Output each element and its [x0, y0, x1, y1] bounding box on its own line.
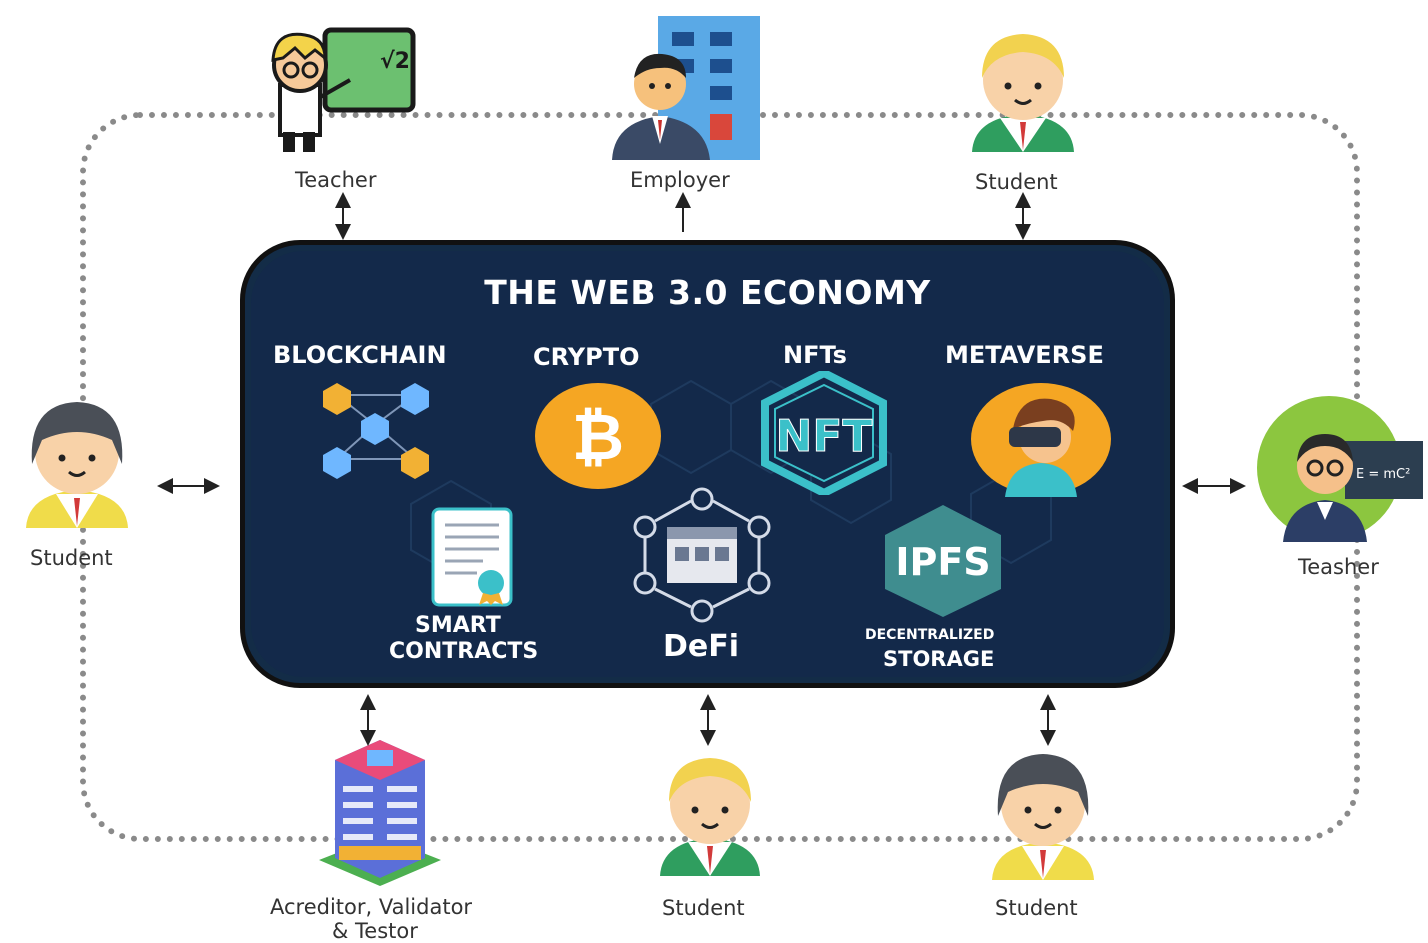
smart-contract-icon: [431, 507, 513, 607]
nft-logo-text: NFT: [776, 411, 873, 462]
web3-economy-panel: THE WEB 3.0 ECONOMY BLOCKCHAIN CRYPTO ₿: [240, 240, 1175, 688]
student-avatar-top-right: [960, 22, 1086, 152]
teacher-avatar-right: E = mC²: [1255, 396, 1425, 542]
student-avatar-left: [12, 394, 142, 528]
board-formula: √2: [380, 49, 410, 74]
label-decentralized: DECENTRALIZED: [865, 627, 995, 643]
defi-icon: [633, 487, 771, 623]
panel-title: THE WEB 3.0 ECONOMY: [484, 273, 931, 312]
metaverse-icon: [971, 383, 1111, 497]
board-formula-right: E = mC²: [1356, 467, 1410, 482]
ipfs-icon: IPFS: [885, 505, 1001, 617]
actor-label-accreditor-2: & Testor: [332, 919, 418, 943]
actor-label-teacher-top: Teacher: [295, 168, 377, 192]
actor-label-accreditor-1: Acreditor, Validator: [270, 895, 473, 919]
label-crypto: CRYPTO: [533, 343, 640, 371]
label-blockchain: BLOCKCHAIN: [273, 341, 447, 369]
label-defi: DeFi: [663, 629, 740, 664]
nft-icon: NFT: [761, 371, 887, 495]
bitcoin-icon: ₿: [535, 383, 661, 489]
accreditor-building-icon: [315, 740, 445, 886]
actor-label-teasher-right: Teasher: [1298, 555, 1379, 579]
label-metaverse: METAVERSE: [945, 341, 1104, 369]
actor-label-employer: Employer: [630, 168, 730, 192]
actor-label-student-bottom-right: Student: [995, 896, 1078, 920]
student-avatar-bottom-right: [978, 746, 1108, 880]
actor-label-student-bottom-center: Student: [662, 896, 745, 920]
actor-label-student-top: Student: [975, 170, 1058, 194]
svg-text:₿: ₿: [572, 401, 624, 475]
student-avatar-bottom-center: [648, 748, 772, 876]
label-contracts: CONTRACTS: [389, 639, 539, 664]
employer-avatar: [610, 14, 770, 160]
ipfs-logo-text: IPFS: [895, 540, 990, 584]
label-storage: STORAGE: [883, 647, 995, 671]
actor-label-student-left: Student: [30, 546, 113, 570]
label-nfts: NFTs: [783, 341, 847, 369]
label-smart: SMART: [415, 613, 501, 638]
teacher-avatar-top: √2: [255, 20, 420, 152]
blockchain-icon: [323, 383, 429, 479]
